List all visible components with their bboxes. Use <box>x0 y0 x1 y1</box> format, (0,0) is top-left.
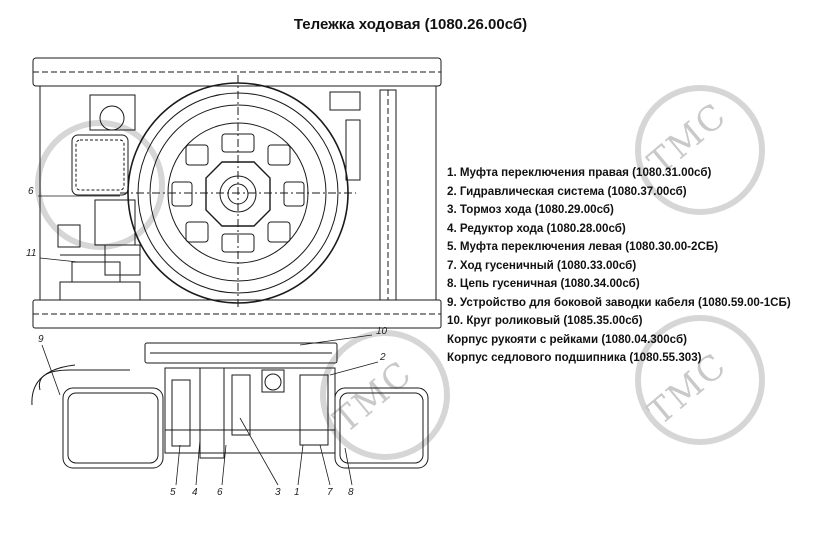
top-frame <box>32 57 442 300</box>
gearbox-section <box>164 367 336 459</box>
legend-item: Корпус седлового подшипника (1080.55.303… <box>447 351 702 364</box>
diagram-title: Тележка ходовая (1080.26.00сб) <box>293 16 528 33</box>
callout-4: 4 <box>192 487 198 498</box>
legend-item: 9. Устройство для боковой заводки кабеля… <box>447 295 791 309</box>
callout-6-bottom: 6 <box>217 487 223 498</box>
bottom-frame <box>32 299 442 329</box>
callout-11: 11 <box>26 248 36 259</box>
watermark-gear-icon <box>35 85 765 460</box>
legend-item: 7. Ход гусеничный (1080.33.00сб) <box>447 258 637 272</box>
parts-legend: 1. Муфта переключения правая (1080.31.00… <box>447 164 791 368</box>
legend-item: Корпус рукояти с рейками (1080.04.300сб) <box>447 332 687 346</box>
track-right <box>334 387 429 469</box>
roller-wheel <box>120 75 356 310</box>
callout-8: 8 <box>348 487 354 498</box>
callout-1: 1 <box>294 487 300 498</box>
callout-2: 2 <box>379 352 386 363</box>
right-column <box>329 89 397 301</box>
legend-item: 1. Муфта переключения правая (1080.31.00… <box>447 166 712 179</box>
legend-item: 2. Гидравлическая система (1080.37.00сб) <box>447 184 687 198</box>
legend-item: 3. Тормоз хода (1080.29.00сб) <box>447 203 614 216</box>
legend-item: 5. Муфта переключения левая (1080.30.00-… <box>447 240 719 253</box>
callout-9: 9 <box>38 334 44 345</box>
roller-circle-plate <box>144 342 338 364</box>
track-left <box>31 364 164 469</box>
callout-10: 10 <box>376 326 388 337</box>
legend-item: 10. Круг роликовый (1085.35.00сб) <box>447 314 643 327</box>
callout-7: 7 <box>327 487 333 498</box>
legend-item: 8. Цепь гусеничная (1080.34.00сб) <box>447 277 640 290</box>
drive-housing-left <box>57 94 141 301</box>
callout-labels: 6 11 9 10 2 5 4 6 3 1 7 8 <box>26 186 388 498</box>
callout-5: 5 <box>170 487 176 498</box>
legend-item: 4. Редуктор хода (1080.28.00сб) <box>447 221 626 235</box>
leader-lines <box>38 195 379 486</box>
callout-6-top: 6 <box>28 186 34 197</box>
callout-3: 3 <box>275 487 281 498</box>
